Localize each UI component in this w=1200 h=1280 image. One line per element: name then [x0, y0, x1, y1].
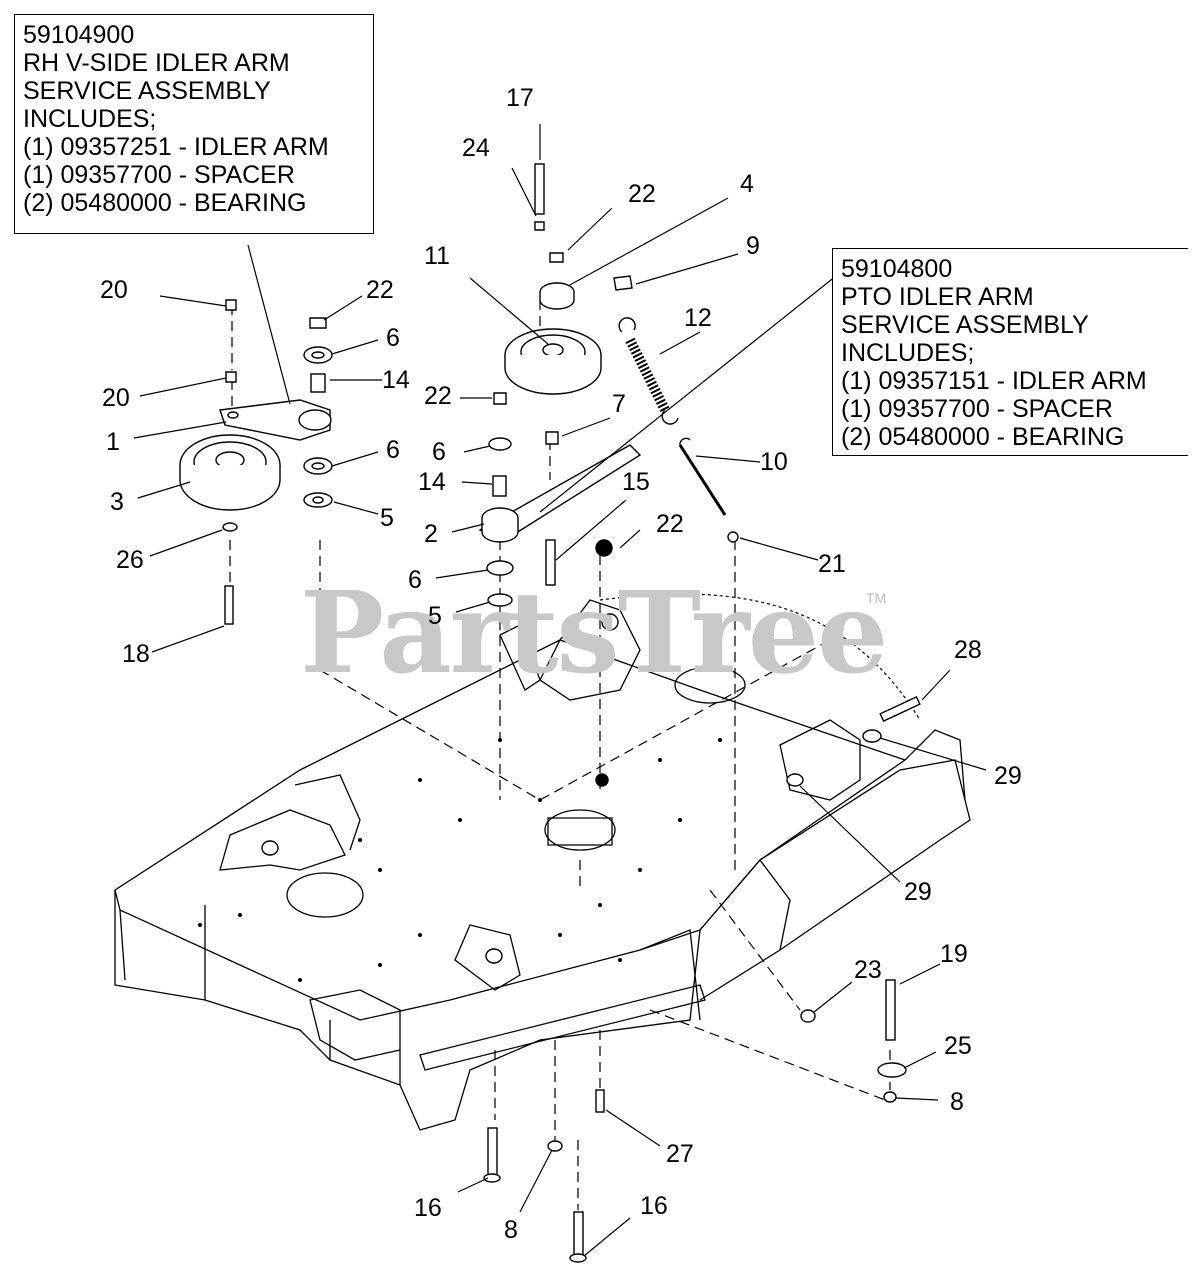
spring-12 — [625, 337, 670, 413]
callout-22[interactable]: 22 — [656, 510, 684, 538]
box-line: (2) 05480000 - BEARING — [841, 423, 1125, 451]
callout-18[interactable]: 18 — [122, 640, 150, 668]
callout-29[interactable]: 29 — [904, 878, 932, 906]
callout-11[interactable]: 11 — [424, 242, 450, 270]
idler-arm-1 — [219, 399, 331, 441]
callout-3[interactable]: 3 — [110, 488, 124, 516]
service-assembly-box-pto: 59104800 PTO IDLER ARM SERVICE ASSEMBLY … — [832, 248, 1188, 456]
callout-21[interactable]: 21 — [818, 550, 846, 578]
callout-4[interactable]: 4 — [740, 170, 754, 198]
callout-19[interactable]: 19 — [940, 940, 968, 968]
box-line: SERVICE ASSEMBLY — [23, 77, 271, 105]
deck-bar — [419, 984, 706, 1071]
callout-25[interactable]: 25 — [944, 1032, 972, 1060]
callout-1[interactable]: 1 — [106, 428, 120, 456]
callout-5[interactable]: 5 — [380, 504, 394, 532]
callout-22[interactable]: 22 — [424, 382, 452, 410]
callout-6[interactable]: 6 — [408, 566, 422, 594]
box-line: RH V-SIDE IDLER ARM — [23, 49, 290, 77]
callout-10[interactable]: 10 — [760, 448, 788, 476]
callout-16[interactable]: 16 — [414, 1194, 442, 1222]
box-line: SERVICE ASSEMBLY — [841, 311, 1089, 339]
service-assembly-box-rh: 59104900 RH V-SIDE IDLER ARM SERVICE ASS… — [14, 14, 374, 234]
callout-14[interactable]: 14 — [382, 366, 410, 394]
box-line: INCLUDES; — [841, 339, 975, 367]
callout-17[interactable]: 17 — [506, 84, 534, 112]
callout-2[interactable]: 2 — [424, 520, 438, 548]
callout-26[interactable]: 26 — [116, 546, 144, 574]
box-line: (1) 09357700 - SPACER — [23, 161, 295, 189]
box-line: INCLUDES; — [23, 105, 157, 133]
box-line: PTO IDLER ARM — [841, 283, 1034, 311]
callout-23[interactable]: 23 — [854, 956, 882, 984]
callout-22[interactable]: 22 — [366, 276, 394, 304]
callout-6[interactable]: 6 — [386, 324, 400, 352]
part-number: 59104800 — [841, 255, 953, 283]
part-number: 59104900 — [23, 21, 135, 49]
box-line: (2) 05480000 - BEARING — [23, 189, 307, 217]
box-line: (1) 09357251 - IDLER ARM — [23, 133, 329, 161]
callout-15[interactable]: 15 — [622, 468, 650, 496]
callout-20[interactable]: 20 — [102, 384, 130, 412]
callout-20[interactable]: 20 — [100, 276, 128, 304]
callout-6[interactable]: 6 — [386, 436, 400, 464]
callout-28[interactable]: 28 — [954, 636, 982, 664]
callout-14[interactable]: 14 — [418, 468, 446, 496]
callout-29[interactable]: 29 — [994, 762, 1022, 790]
callout-12[interactable]: 12 — [684, 304, 712, 332]
callout-24[interactable]: 24 — [462, 134, 490, 162]
watermark: PartsTree — [300, 568, 888, 699]
watermark-trademark: TM — [866, 590, 887, 606]
callout-5[interactable]: 5 — [428, 602, 442, 630]
deck-right-rail — [699, 858, 791, 1001]
callout-6[interactable]: 6 — [432, 438, 446, 466]
callout-9[interactable]: 9 — [746, 232, 760, 260]
box-line: (1) 09357151 - IDLER ARM — [841, 367, 1147, 395]
callout-27[interactable]: 27 — [666, 1140, 694, 1168]
deck-front-skirt — [114, 890, 701, 1131]
box-line: (1) 09357700 - SPACER — [841, 395, 1113, 423]
callout-7[interactable]: 7 — [612, 390, 626, 418]
callout-8[interactable]: 8 — [950, 1088, 964, 1116]
callout-22[interactable]: 22 — [628, 180, 656, 208]
callout-16[interactable]: 16 — [640, 1192, 668, 1220]
callout-8[interactable]: 8 — [504, 1216, 518, 1244]
